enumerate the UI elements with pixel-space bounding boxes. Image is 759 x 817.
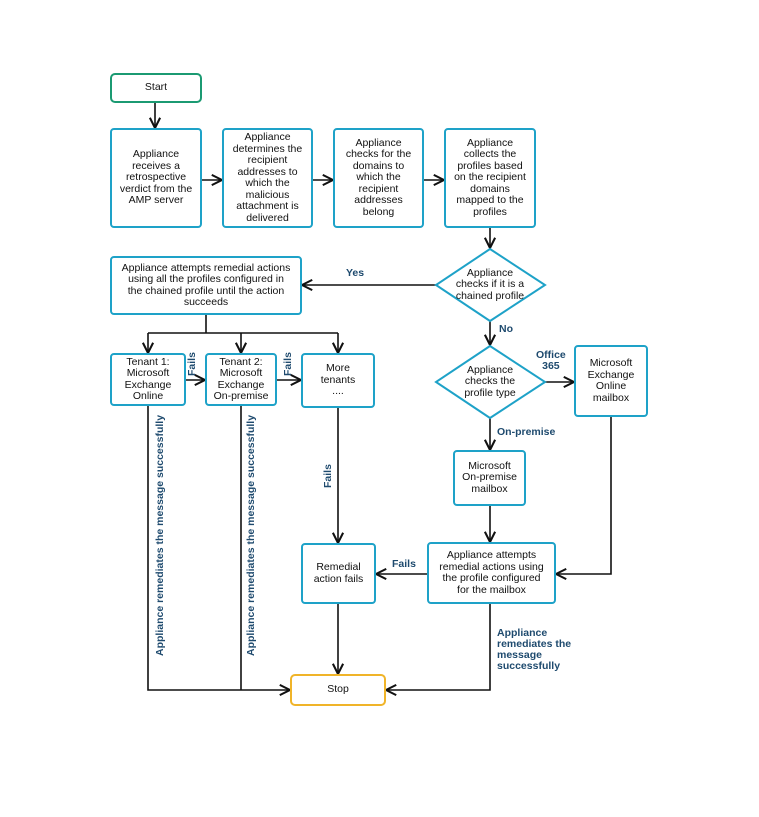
mailbox-action-node: Appliance attempts remedial actions usin… xyxy=(427,542,556,604)
remediates-tenant2-label: Appliance remediates the message success… xyxy=(245,414,257,656)
onprem-mailbox-node: Microsoft On-premise mailbox xyxy=(453,450,526,506)
collect-profiles-node: Appliance collects the profiles based on… xyxy=(444,128,536,228)
stop-node: Stop xyxy=(290,674,386,706)
tenant1-node: Tenant 1: Microsoft Exchange Online xyxy=(110,353,186,406)
fails-mailbox-label: Fails xyxy=(392,558,416,570)
onpremise-label: On-premise xyxy=(497,426,556,438)
yes-label: Yes xyxy=(346,267,365,279)
chained-action-node: Appliance attempts remedial actions usin… xyxy=(110,256,302,315)
remediates-tenant1-label: Appliance remediates the message success… xyxy=(154,414,166,656)
remediates-mailbox-label: Appliance remediates the message success… xyxy=(497,627,572,672)
fails-more-label: Fails xyxy=(322,464,334,488)
fails-tenant2-label: Fails xyxy=(282,352,294,376)
start-node: Start xyxy=(110,73,202,103)
fails-tenant1-label: Fails xyxy=(186,352,198,376)
retro-verdict-node: Appliance receives a retrospective verdi… xyxy=(110,128,202,228)
determine-recipients-node: Appliance determines the recipient addre… xyxy=(222,128,313,228)
chained-check-text: Appliance checks if it is a chained prof… xyxy=(455,266,525,302)
more-tenants-node: More tenants .... xyxy=(301,353,375,408)
office365-label: Office 365 xyxy=(536,349,566,372)
profile-type-diamond xyxy=(434,344,547,420)
tenant2-node: Tenant 2: Microsoft Exchange On-premise xyxy=(205,353,277,406)
check-domains-node: Appliance checks for the domains to whic… xyxy=(333,128,424,228)
exchange-online-mailbox-node: Microsoft Exchange Online mailbox xyxy=(574,345,648,417)
chained-profile-diamond xyxy=(434,247,547,323)
remedial-fails-node: Remedial action fails xyxy=(301,543,376,604)
profile-type-text: Appliance checks the profile type xyxy=(464,363,516,399)
no-label: No xyxy=(499,323,513,335)
